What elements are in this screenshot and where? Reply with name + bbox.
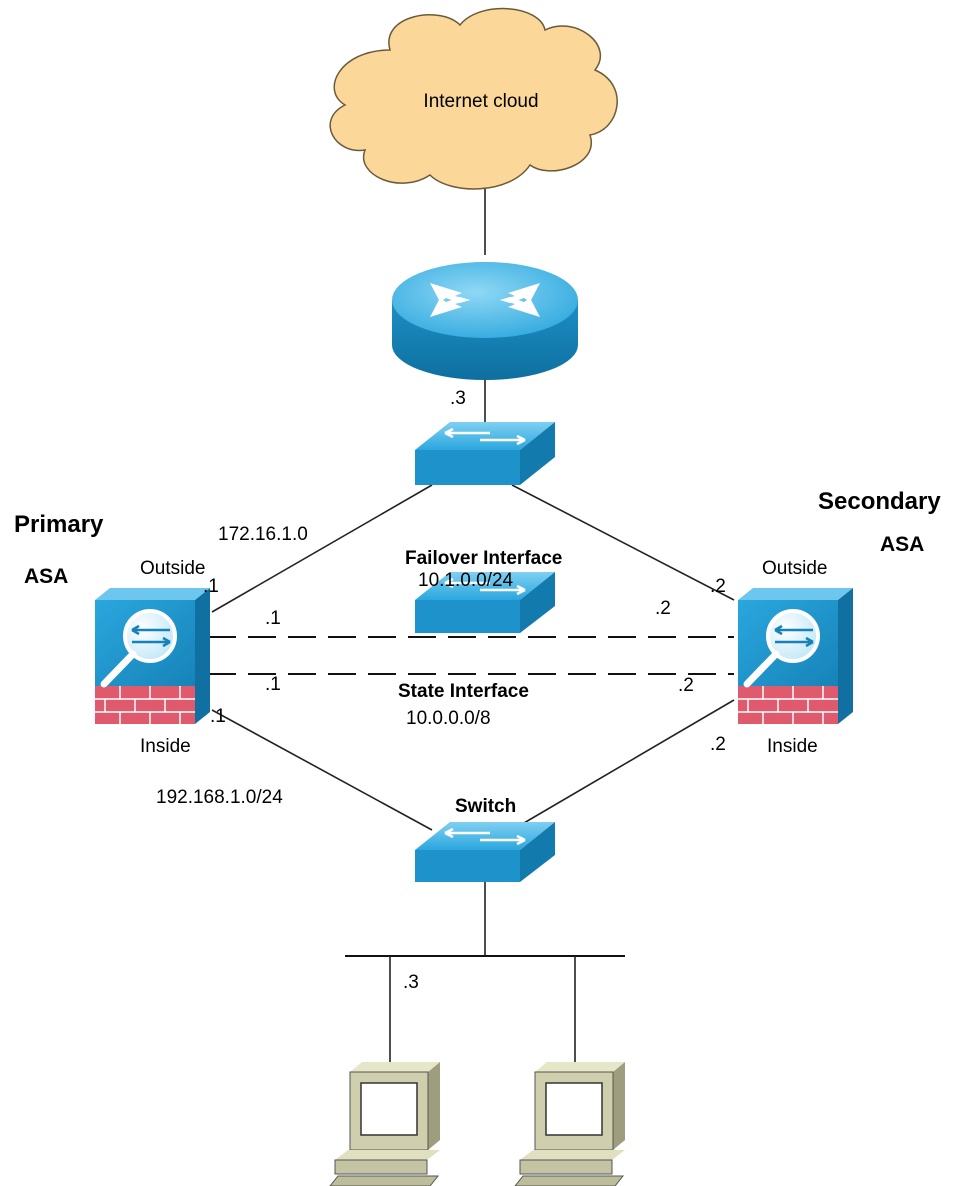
primary-device-label: ASA bbox=[24, 565, 68, 588]
switch-side-face bbox=[520, 822, 555, 882]
monitor-side bbox=[428, 1062, 440, 1150]
secondary-inside-ip: .2 bbox=[710, 734, 726, 755]
state-title: State Interface bbox=[398, 681, 529, 702]
cloud-icon bbox=[329, 7, 618, 190]
asa-top-face bbox=[738, 588, 853, 600]
secondary-device-label: ASA bbox=[880, 533, 924, 556]
switch-arrows-icon bbox=[444, 577, 526, 596]
hosts-ip-label: .3 bbox=[403, 972, 419, 993]
internet-cloud[interactable]: Internet cloud bbox=[329, 7, 618, 190]
switch-arrows-icon bbox=[444, 827, 526, 846]
primary-failover-ip: .1 bbox=[265, 608, 281, 629]
links bbox=[208, 188, 735, 1070]
secondary-asa[interactable]: Secondary ASA Outside .2 .2 .2 .2 Inside bbox=[655, 488, 941, 757]
switch-front-face bbox=[415, 450, 520, 485]
asa-side-face bbox=[838, 588, 853, 724]
secondary-inside-label: Inside bbox=[767, 736, 818, 757]
primary-state-ip: .1 bbox=[265, 674, 281, 695]
router-arrows-icon bbox=[430, 283, 540, 317]
failover-switch[interactable] bbox=[415, 572, 555, 633]
outside-link-secondary bbox=[511, 484, 735, 601]
primary-inside-ip: .1 bbox=[210, 706, 226, 727]
monitor-side bbox=[613, 1062, 625, 1150]
switch-side-face bbox=[520, 422, 555, 485]
state-subnet: 10.0.0.0/8 bbox=[406, 708, 491, 729]
secondary-title: Secondary bbox=[818, 488, 941, 515]
asa-side-face bbox=[195, 588, 210, 724]
router-ip: .3 bbox=[450, 388, 466, 409]
outside-link-primary bbox=[211, 484, 433, 613]
keyboard-icon bbox=[514, 1175, 625, 1186]
inside-link-secondary bbox=[511, 699, 735, 831]
computer-base bbox=[520, 1150, 625, 1160]
secondary-outside-label: Outside bbox=[762, 558, 827, 579]
router[interactable]: .3 bbox=[392, 262, 578, 409]
outside-switch[interactable] bbox=[415, 422, 555, 485]
keyboard-icon bbox=[329, 1175, 440, 1186]
cloud-label: Internet cloud bbox=[423, 91, 538, 112]
switch-arrows-icon bbox=[444, 427, 526, 446]
secondary-state-ip: .2 bbox=[678, 675, 694, 696]
asa-top-face bbox=[95, 588, 210, 600]
primary-title: Primary bbox=[14, 511, 104, 538]
computer-base bbox=[335, 1150, 440, 1160]
switch-front-face bbox=[415, 600, 520, 633]
primary-outside-label: Outside bbox=[140, 558, 205, 579]
inside-switch[interactable]: Switch bbox=[415, 796, 555, 882]
primary-inside-label: Inside bbox=[140, 736, 191, 757]
monitor-screen-icon bbox=[360, 1082, 418, 1136]
monitor-screen-icon bbox=[545, 1082, 603, 1136]
outside-subnet-label: 172.16.1.0 bbox=[218, 524, 308, 545]
host-pc-1[interactable] bbox=[329, 1062, 440, 1186]
secondary-outside-ip: .2 bbox=[710, 576, 726, 597]
computer-case bbox=[519, 1159, 613, 1175]
firewall-brick-icon bbox=[95, 686, 195, 724]
failover-title: Failover Interface bbox=[405, 548, 562, 569]
firewall-brick-icon bbox=[738, 686, 838, 724]
monitor-top bbox=[535, 1062, 625, 1072]
monitor-top bbox=[350, 1062, 440, 1072]
magnifier-icon bbox=[100, 609, 177, 688]
switch-label: Switch bbox=[455, 796, 516, 817]
failover-subnet: 10.1.0.0/24 bbox=[418, 570, 514, 591]
primary-asa[interactable]: Primary ASA Outside .1 .1 .1 .1 Inside bbox=[14, 511, 281, 757]
host-pc-2[interactable] bbox=[514, 1062, 625, 1186]
router-top bbox=[392, 262, 578, 338]
computer-case bbox=[334, 1159, 428, 1175]
switch-front-face bbox=[415, 850, 520, 882]
primary-outside-ip: .1 bbox=[203, 576, 219, 597]
switch-side-face bbox=[520, 572, 555, 633]
inside-link-primary bbox=[211, 709, 433, 831]
inside-subnet-label: 192.168.1.0/24 bbox=[156, 787, 283, 808]
magnifier-icon bbox=[743, 609, 820, 688]
secondary-failover-ip: .2 bbox=[655, 598, 671, 619]
